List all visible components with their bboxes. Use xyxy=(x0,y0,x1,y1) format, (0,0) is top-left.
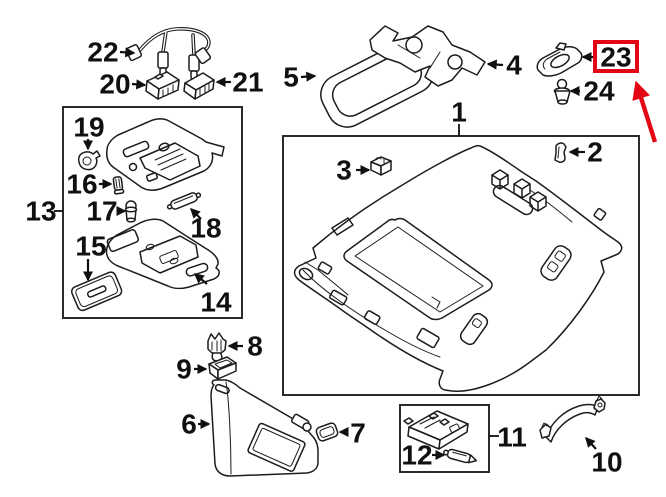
part-4-sunroof-bracket xyxy=(369,25,486,87)
callout-12-label: 12 xyxy=(401,440,432,471)
callout-8-label: 8 xyxy=(247,331,263,362)
part-23-reading-lamp xyxy=(536,42,583,77)
part-24-bulb-socket xyxy=(553,78,571,105)
part-22-wiring-harness xyxy=(125,27,212,80)
part-20-interior-lamp xyxy=(145,71,180,100)
callout-18-arrow xyxy=(189,207,202,220)
callout-13-label: 13 xyxy=(25,196,56,227)
sunroof-opening xyxy=(343,217,493,321)
handle-recess-right xyxy=(540,245,572,281)
callout-10-arrow xyxy=(585,436,597,450)
callout-20-arrow xyxy=(131,79,147,90)
part-15-lens xyxy=(70,271,123,312)
part-3-clip xyxy=(370,156,392,176)
callout-14-arrow xyxy=(193,273,208,285)
part-14-console-housing xyxy=(105,218,220,290)
lamp-assembly-box-11 xyxy=(399,404,490,473)
callout-21-label: 21 xyxy=(232,67,263,98)
callout-5-arrow xyxy=(300,71,317,82)
callout-17-label: 17 xyxy=(86,196,117,227)
callout-4-arrow xyxy=(486,59,504,70)
headliner-clip-cubes xyxy=(491,169,547,212)
part-19-clip xyxy=(77,150,101,171)
callout-6-label: 6 xyxy=(181,409,197,440)
part-8-visor-clip xyxy=(207,332,227,362)
console-assembly-box-13 xyxy=(62,106,243,319)
callout-11-label: 11 xyxy=(497,422,527,453)
callout-22-arrow xyxy=(119,47,136,58)
part-10-grab-handle xyxy=(539,395,606,443)
callout-15-label: 15 xyxy=(75,231,106,262)
callout-19-label: 19 xyxy=(73,112,104,143)
part-6-sun-visor xyxy=(210,379,319,477)
part-16-bulb xyxy=(112,176,125,195)
part-11-dome-lamp xyxy=(403,410,469,450)
callout-1-label: 1 xyxy=(451,97,467,128)
part-2-clip xyxy=(554,142,567,163)
highlight-arrow xyxy=(632,80,658,143)
callout-23-label: 23 xyxy=(600,42,631,73)
part-9-clip-retainer xyxy=(208,356,237,380)
callout-24-label: 24 xyxy=(583,76,615,107)
callout-10-label: 10 xyxy=(591,447,622,478)
callout-9-label: 9 xyxy=(176,354,192,385)
part-13-console-body xyxy=(106,118,225,191)
callout-22-label: 22 xyxy=(87,37,118,68)
callout-14-label: 14 xyxy=(200,287,232,318)
part-21-interior-lamp xyxy=(183,72,215,100)
callout-3-label: 3 xyxy=(336,155,352,186)
callout-20-label: 20 xyxy=(99,69,130,100)
callout-18-label: 18 xyxy=(190,213,221,244)
callout-2-label: 2 xyxy=(587,137,603,168)
callout-5-label: 5 xyxy=(283,62,299,93)
part-12-festoon-bulb xyxy=(443,448,478,464)
part-17-bulb-socket xyxy=(124,200,138,223)
callouts: 1 2 3 4 5 6 7 8 9 10 11 12 13 14 15 16 1 xyxy=(25,37,631,478)
part-18-festoon-bulb xyxy=(166,192,202,210)
highlight-23 xyxy=(593,40,658,143)
callout-16-label: 16 xyxy=(66,169,97,200)
highlight-box-23 xyxy=(593,40,639,73)
handle-recess-bottom xyxy=(459,312,489,346)
headliner-assembly-box-1 xyxy=(282,135,640,396)
callout-7-label: 7 xyxy=(350,418,366,449)
part-1-headliner-panel xyxy=(293,144,623,392)
part-7-cover-cap xyxy=(315,422,339,442)
visor-mirror xyxy=(247,422,306,472)
callout-4-label: 4 xyxy=(506,50,522,81)
